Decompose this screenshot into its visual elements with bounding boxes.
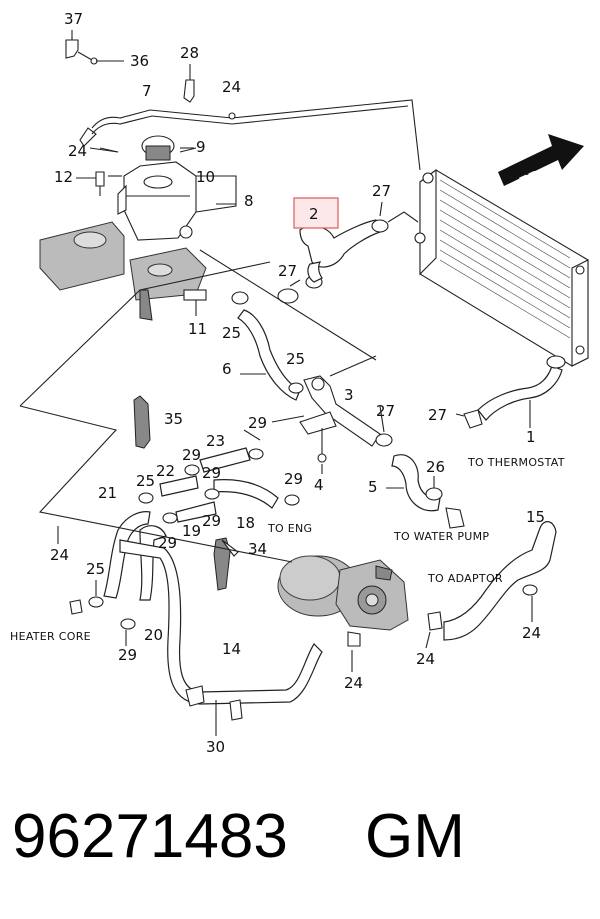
callout-29-g: 29 [158, 534, 177, 552]
callout-15: 15 [526, 508, 545, 526]
callout-27-c: 27 [376, 402, 395, 420]
callout-27-d: 27 [428, 406, 447, 424]
callout-25-a: 25 [222, 324, 241, 342]
callout-10: 10 [196, 168, 215, 186]
callout-35: 35 [164, 410, 183, 428]
note-to-water-pump: TO WATER PUMP [393, 530, 489, 543]
callout-25-c: 25 [136, 472, 155, 490]
callout-7: 7 [142, 82, 152, 100]
callout-29-a: 29 [248, 414, 267, 432]
callout-12: 12 [54, 168, 73, 186]
callout-24-e: 24 [344, 674, 363, 692]
callout-23: 23 [206, 432, 225, 450]
callout-9: 9 [196, 138, 206, 156]
callout-36: 36 [130, 52, 149, 70]
heat-shield [39, 221, 207, 321]
note-to-eng: TO ENG [267, 522, 312, 535]
callout-34: 34 [248, 540, 267, 558]
callout-6: 6 [222, 360, 232, 378]
thermostat-housing [277, 555, 409, 647]
callout-18: 18 [236, 514, 255, 532]
callout-29-d: 29 [202, 512, 221, 530]
callout-29-e: 29 [284, 470, 303, 488]
note-to-thermostat: TO THERMOSTAT [467, 456, 565, 469]
callout-24-b: 24 [68, 142, 87, 160]
routing-notes: TO THERMOSTAT TO ENG TO WATER PUMP TO AD… [10, 456, 565, 643]
callout-14: 14 [222, 640, 241, 658]
highlighted-callout-box: 2 [293, 197, 339, 229]
callout-37: 37 [64, 10, 83, 28]
callout-11: 11 [188, 320, 207, 338]
coolant-reservoir [95, 135, 197, 241]
callout-21: 21 [98, 484, 117, 502]
callout-24-g: 24 [522, 624, 541, 642]
callout-labels: 37 36 28 7 24 9 24 12 10 8 27 27 2 11 25… [50, 10, 545, 756]
part-number: 96271483 [12, 802, 288, 871]
callout-20: 20 [144, 626, 163, 644]
callout-25-d: 25 [86, 560, 105, 578]
radiator [414, 168, 589, 367]
callout-3: 3 [344, 386, 354, 404]
callout-24-a: 24 [222, 78, 241, 96]
note-to-adaptor: TO ADAPTOR [427, 572, 503, 585]
front-direction-arrow: FR [498, 134, 584, 192]
cooling-system-diagram: FR [10, 10, 589, 756]
callout-25-b: 25 [286, 350, 305, 368]
brand-name: GM [365, 802, 465, 871]
callout-28: 28 [180, 44, 199, 62]
callout-24-c: 24 [50, 546, 69, 564]
callout-29-f: 29 [118, 646, 137, 664]
callout-27-b: 27 [278, 262, 297, 280]
callout-19: 19 [182, 522, 201, 540]
callout-8: 8 [244, 192, 254, 210]
note-heater-core: HEATER CORE [10, 630, 91, 643]
callout-26: 26 [426, 458, 445, 476]
callout-4: 4 [314, 476, 324, 494]
callout-30: 30 [206, 738, 225, 756]
callout-22: 22 [156, 462, 175, 480]
callout-24-f: 24 [416, 650, 435, 668]
callout-2: 2 [309, 205, 319, 223]
callout-5: 5 [368, 478, 378, 496]
callout-27-a: 27 [372, 182, 391, 200]
callout-29-b: 29 [182, 446, 201, 464]
callout-1: 1 [526, 428, 536, 446]
callout-29-c: 29 [202, 464, 221, 482]
